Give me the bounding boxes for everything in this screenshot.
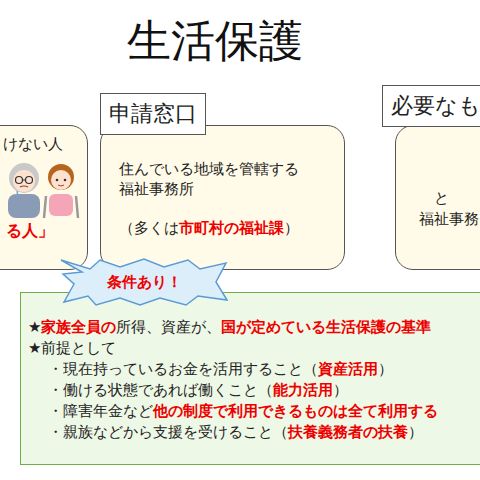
text-line: 条件あり！ xyxy=(60,272,228,292)
text-line: ★前提として xyxy=(28,338,116,358)
label-text: ・障害年金など xyxy=(48,402,153,420)
requirement-box: 必要なもと福祉事務 xyxy=(395,125,480,270)
condition-callout: 条件あり！ xyxy=(60,258,228,306)
person-with-crutches xyxy=(44,164,78,218)
label-text: ・働ける状態であれば働くこと（ xyxy=(48,381,273,399)
diagram-title: 生活保護 xyxy=(0,14,430,68)
label-text: ・現在持っているお金を活用すること（ xyxy=(48,360,318,378)
text-line: と xyxy=(434,188,449,208)
text-line: ・働ける状態であれば働くこと（能力活用） xyxy=(48,380,348,400)
label-text: 所得、資産が、 xyxy=(116,318,221,336)
label-text: 申請窓口 xyxy=(109,101,197,126)
application-box: 申請窓口住んでいる地域を管轄する 福祉事務所（多くは市町村の福祉課） xyxy=(100,125,345,270)
label-text: と xyxy=(434,189,449,207)
label-text: 必要なも xyxy=(391,93,480,118)
elderly-person xyxy=(8,163,40,218)
label-text: （多くは xyxy=(119,219,179,237)
label-text: 住んでいる地域を管轄する 福祉事務所 xyxy=(119,160,299,198)
text-line: ★家族全員の所得、資産が、国が定めている生活保護の基準 xyxy=(28,317,431,337)
label-text: 市町村の福祉課 xyxy=(179,219,284,237)
text-line: けない人 xyxy=(3,134,63,154)
label-text: 家族全員の xyxy=(41,318,116,336)
label-text: ★ xyxy=(28,318,41,336)
target-box: けない人る人」 xyxy=(0,125,88,270)
text-line: 福祉事務 xyxy=(419,209,479,229)
label-text: ） xyxy=(408,423,423,441)
label-text: 条件あり！ xyxy=(107,273,182,291)
text-line: 必要なも xyxy=(382,85,480,127)
text-line: ・親族などから支援を受けること（扶養義務者の扶養） xyxy=(48,422,423,442)
label-text: 扶養義務者の扶養 xyxy=(288,423,408,441)
text-line: る人」 xyxy=(6,221,54,241)
label-text: る人」 xyxy=(6,221,54,240)
label-text: ） xyxy=(333,381,348,399)
text-line: ・現在持っているお金を活用すること（資産活用） xyxy=(48,359,393,379)
label-text: 能力活用 xyxy=(273,381,333,399)
label-text: 他の制度で利用できるものは全て利用する xyxy=(153,402,438,420)
box-fill xyxy=(0,125,88,270)
text-line: 住んでいる地域を管轄する 福祉事務所 xyxy=(119,159,309,199)
label-text: ★前提として xyxy=(28,339,116,357)
condition-box: ★家族全員の所得、資産が、国が定めている生活保護の基準 ★前提として・現在持ってい… xyxy=(20,292,480,465)
label-text: 福祉事務 xyxy=(419,210,479,228)
text-line: （多くは市町村の福祉課） xyxy=(119,218,299,238)
label-text: ） xyxy=(284,219,299,237)
label-text: ） xyxy=(378,360,393,378)
label-text: けない人 xyxy=(3,135,63,153)
text-line: 申請窓口 xyxy=(100,93,206,135)
label-text: 国が定めている生活保護の基準 xyxy=(221,318,431,336)
label-text: ・親族などから支援を受けること（ xyxy=(48,423,288,441)
text-line: ・障害年金など他の制度で利用できるものは全て利用する xyxy=(48,401,438,421)
label-text: 資産活用 xyxy=(318,360,378,378)
